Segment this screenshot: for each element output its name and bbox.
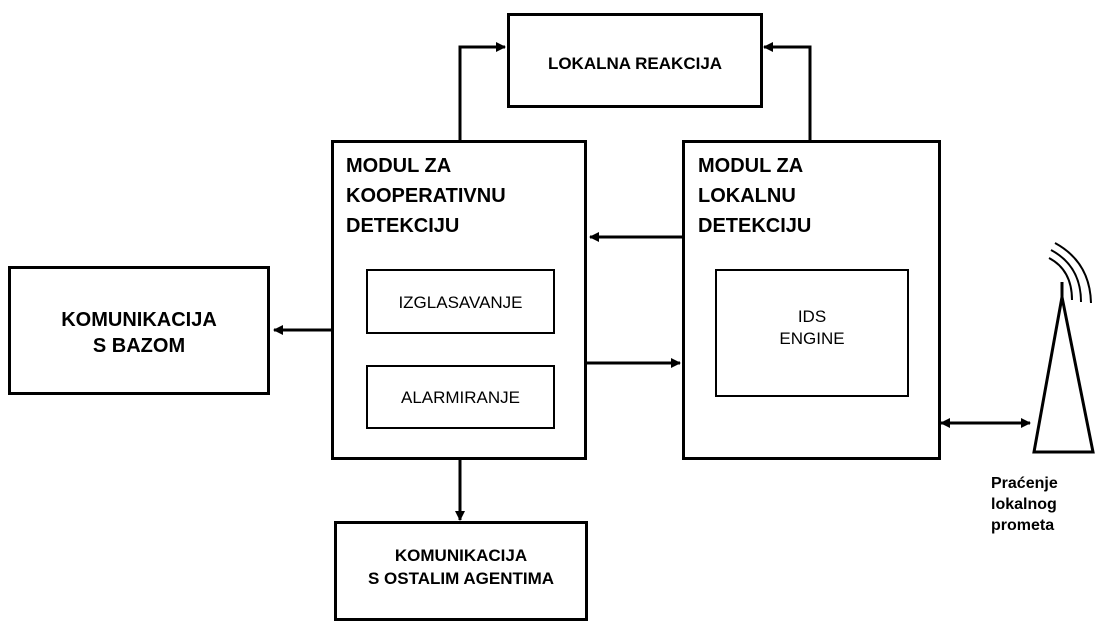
- izglasavanje-label: IZGLASAVANJE: [398, 293, 523, 312]
- arrow-lokalna-to-reakcija: [763, 42, 812, 140]
- komunikacija-baza-block: KOMUNIKACIJA S BAZOM: [8, 266, 270, 395]
- lokalna-reakcija-label: LOKALNA REAKCIJA: [547, 54, 723, 73]
- antenna-label-line1: Praćenje: [991, 475, 1058, 492]
- komunikacija-agenti-block: KOMUNIKACIJA S OSTALIM AGENTIMA: [334, 521, 588, 621]
- antenna-icon: [1032, 242, 1095, 454]
- lokalna-title-line1: MODUL ZA: [698, 155, 804, 177]
- alarmiranje-submodule: ALARMIRANJE: [366, 365, 555, 429]
- lokalna-title-line3: DETEKCIJU: [698, 215, 812, 237]
- baza-line1: KOMUNIKACIJA: [61, 309, 217, 331]
- ids-engine-line2: ENGINE: [779, 329, 845, 348]
- ids-engine-line1: IDS: [797, 307, 827, 326]
- arrow-koop-to-reakcija: [458, 42, 506, 140]
- baza-line2: S BAZOM: [92, 335, 186, 357]
- antenna-label-line3: prometa: [991, 517, 1055, 534]
- kooperativna-title-line3: DETEKCIJU: [346, 215, 460, 237]
- lokalna-detekcija-module: MODUL ZA LOKALNU DETEKCIJU IDS ENGINE: [682, 140, 941, 460]
- alarmiranje-label: ALARMIRANJE: [400, 388, 521, 407]
- agenti-line2: S OSTALIM AGENTIMA: [367, 569, 555, 588]
- kooperativna-title-line2: KOOPERATIVNU: [346, 185, 506, 207]
- kooperativna-detekcija-module: MODUL ZA KOOPERATIVNU DETEKCIJU IZGLASAV…: [331, 140, 587, 460]
- lokalna-title-line2: LOKALNU: [698, 185, 796, 207]
- kooperativna-title-line1: MODUL ZA: [346, 155, 452, 177]
- ids-engine-submodule: IDS ENGINE: [715, 269, 909, 397]
- antenna-label-line2: lokalnog: [991, 496, 1057, 513]
- lokalna-reakcija-block: LOKALNA REAKCIJA: [507, 13, 763, 108]
- izglasavanje-submodule: IZGLASAVANJE: [366, 269, 555, 334]
- agenti-line1: KOMUNIKACIJA: [394, 546, 528, 565]
